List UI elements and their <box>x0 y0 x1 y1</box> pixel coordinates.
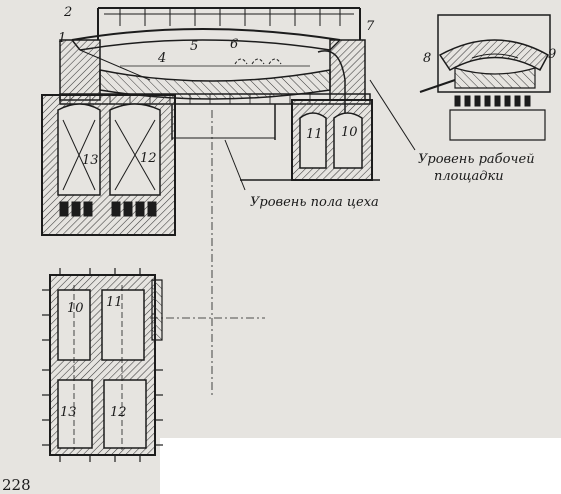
left-regenerators <box>41 94 176 236</box>
callout-10-plan: 10 <box>67 301 84 316</box>
callout-5: 5 <box>190 39 199 54</box>
regenerator-plan <box>49 274 163 456</box>
callout-2: 2 <box>64 5 73 20</box>
callout-11-section: 11 <box>306 127 323 142</box>
caption-shop-floor-level: Уровень пола цеха <box>250 195 379 210</box>
plan-anchor-ticks <box>42 268 163 462</box>
callout-12-plan: 12 <box>110 405 127 420</box>
callout-12-section: 12 <box>140 151 157 166</box>
callout-13-plan: 13 <box>60 405 77 420</box>
callout-13-section: 13 <box>82 153 99 168</box>
callout-6: 6 <box>230 37 239 52</box>
callout-4: 4 <box>158 51 167 66</box>
callout-9: 9 <box>548 47 557 62</box>
caption-work-platform-level-line2: площадки <box>434 169 504 184</box>
right-regenerators <box>240 79 416 181</box>
page-number: 228 <box>2 476 31 494</box>
callout-10-section: 10 <box>341 125 358 140</box>
callout-11-plan: 11 <box>106 295 123 310</box>
caption-work-platform-level-line1: Уровень рабочей <box>418 152 535 167</box>
centerline <box>150 110 265 395</box>
callout-1: 1 <box>58 31 67 46</box>
callout-7: 7 <box>366 19 375 34</box>
furnace-cross-section <box>419 14 551 141</box>
callout-8: 8 <box>423 51 432 66</box>
